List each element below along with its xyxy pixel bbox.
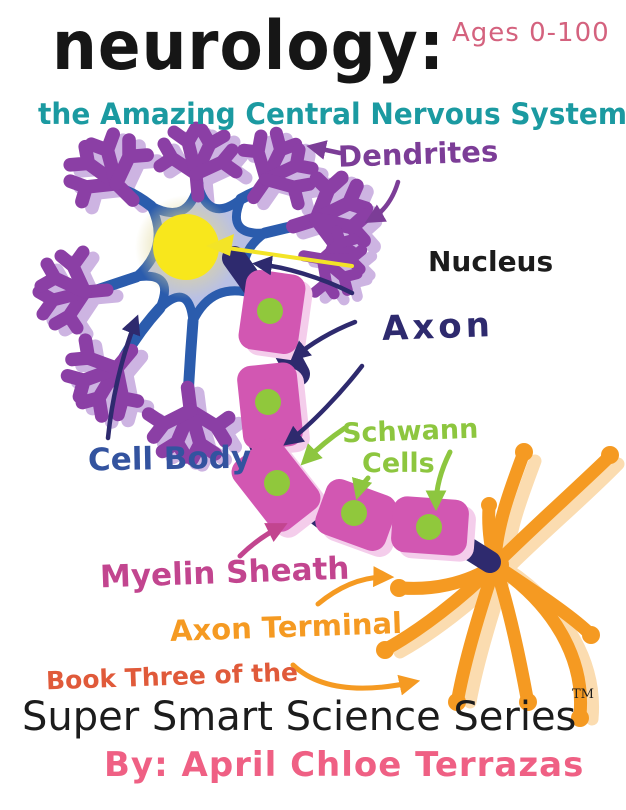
- cell-body-arrow: [105, 314, 141, 441]
- myelin-arrow: [237, 523, 288, 559]
- nucleus-icon: [153, 214, 219, 280]
- dendrites-arrows: [306, 140, 401, 223]
- label-schwann-cells-line2: Cells: [362, 448, 435, 479]
- page-subtitle: the Amazing Central Nervous System: [38, 96, 626, 132]
- axon-terminal-arrows: [290, 566, 421, 696]
- schwann-arrows: [300, 425, 453, 512]
- page-title: neurology:: [52, 6, 446, 86]
- axon-arrows: [105, 255, 365, 446]
- label-axon: Axon: [381, 305, 495, 349]
- axon-terminal-icon: [381, 448, 615, 722]
- label-nucleus: Nucleus: [428, 245, 554, 278]
- label-dendrites: Dendrites: [337, 134, 499, 174]
- label-axon-terminal: Axon Terminal: [169, 605, 403, 649]
- schwann-cell-nuclei: [255, 298, 442, 540]
- ages-badge: Ages 0-100: [452, 18, 610, 48]
- trademark-mark: TM: [572, 687, 594, 702]
- nucleus-arrow: [206, 234, 354, 268]
- author-byline: By: April Chloe Terrazas: [104, 745, 585, 785]
- label-schwann-cells: Schwann: [341, 413, 479, 450]
- label-cell-body: Cell Body: [87, 439, 252, 479]
- series-title: Super Smart Science Series: [22, 694, 577, 740]
- label-myelin-sheath: Myelin Sheath: [99, 550, 350, 596]
